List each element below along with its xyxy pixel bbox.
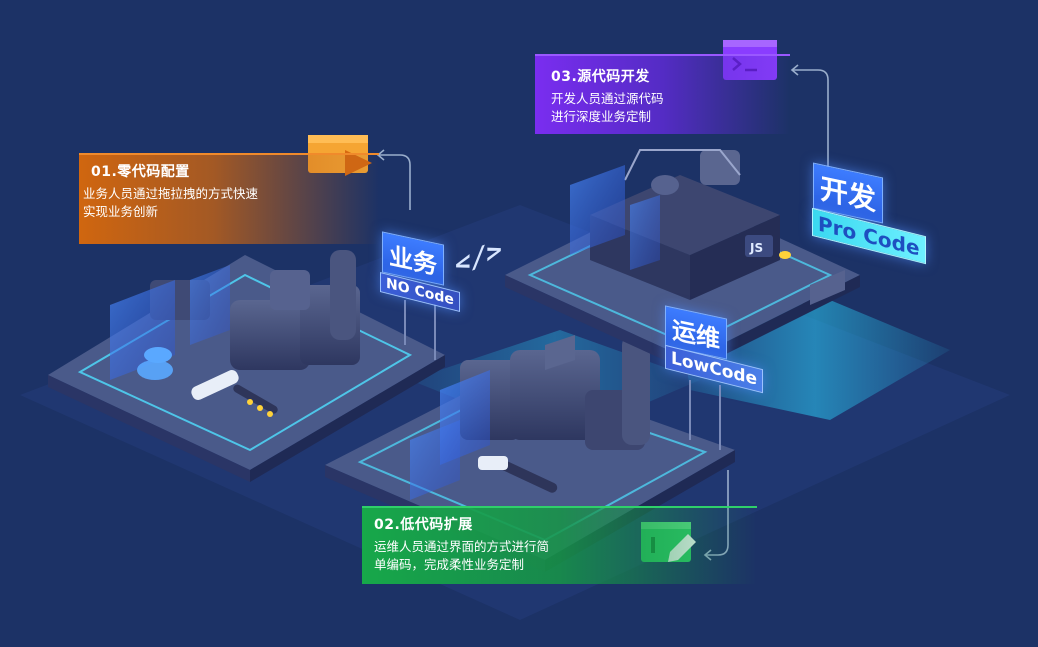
card-desc-line2: 实现业务创新: [83, 204, 159, 219]
platform-pro-code: JS: [505, 149, 860, 372]
sign-posts: [404, 300, 721, 450]
card-title: 03.源代码开发: [551, 69, 650, 85]
card-title: 01.零代码配置: [91, 164, 190, 180]
card-desc-line1: 开发人员通过源代码: [551, 91, 664, 106]
card-title: 02.低代码扩展: [374, 517, 473, 533]
card-desc-line1: 运维人员通过界面的方式进行简: [374, 539, 550, 554]
js-badge: JS: [749, 241, 763, 255]
card-low-code: 02.低代码扩展 运维人员通过界面的方式进行简 单编码，完成柔性业务定制: [362, 506, 757, 584]
card-zero-code: 01.零代码配置 业务人员通过拖拉拽的方式快速 实现业务创新: [79, 153, 379, 244]
card-desc-line2: 单编码，完成柔性业务定制: [374, 557, 525, 572]
card-desc-line1: 业务人员通过拖拉拽的方式快速: [83, 186, 259, 201]
card-desc-line2: 进行深度业务定制: [551, 109, 652, 124]
card-source-code: 03.源代码开发 开发人员通过源代码 进行深度业务定制: [535, 54, 790, 134]
platform-no-code: [48, 250, 445, 482]
